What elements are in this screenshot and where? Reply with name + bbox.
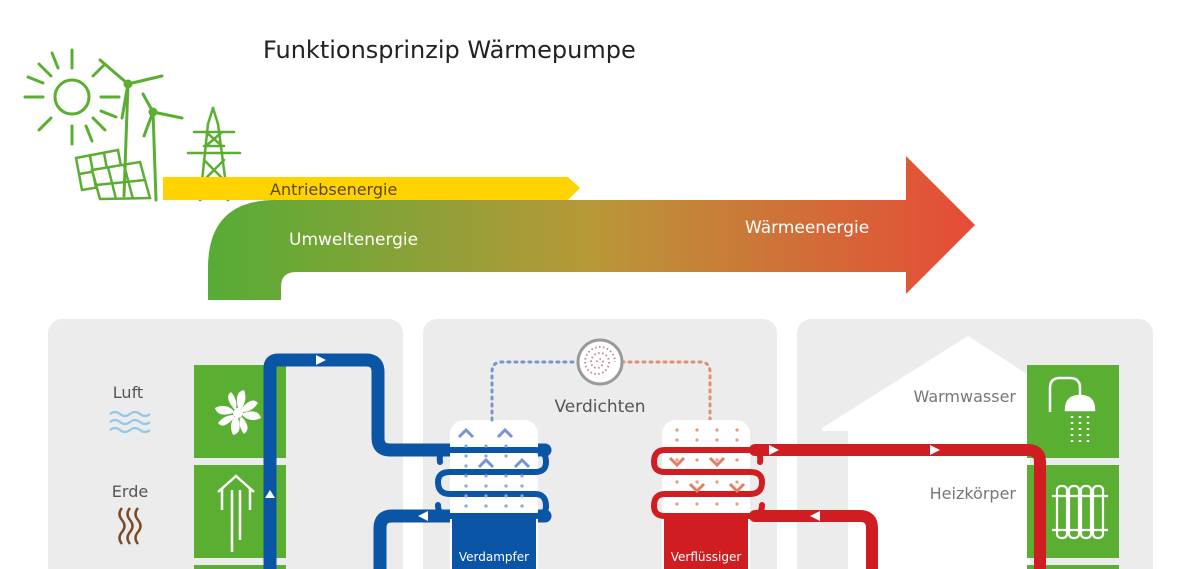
evaporator-tank — [452, 514, 536, 569]
fan-icon — [215, 390, 261, 435]
drive-energy-label: Antriebsenergie — [270, 180, 397, 199]
brine-pipes — [263, 353, 552, 569]
condenser-label: Verflüssiger — [671, 550, 742, 564]
heating-pipes — [749, 444, 1046, 569]
condenser-coil — [650, 447, 766, 519]
heating-flow-arrows — [769, 445, 940, 521]
evaporator-coil — [434, 447, 550, 519]
evaporator-up-arrows — [457, 427, 531, 469]
ground-heat-icon — [118, 507, 142, 545]
drive-energy-arrow — [163, 177, 580, 200]
air-waves-icon — [109, 410, 151, 434]
condenser-flow-dots — [675, 428, 739, 506]
hot-water-label: Warmwasser — [914, 387, 1017, 406]
geothermal-icon — [217, 474, 255, 552]
condenser-tank — [664, 514, 748, 569]
page-title: Funktionsprinzip Wärmepumpe — [263, 36, 636, 64]
evaporator-flow-dots — [464, 444, 524, 508]
compress-label: Verdichten — [555, 397, 646, 417]
discharge-line — [620, 360, 712, 422]
shower-icon — [1048, 376, 1096, 446]
radiator-icon — [1052, 484, 1108, 540]
hot-water-tile — [1027, 365, 1119, 458]
environment-energy-label: Umweltenergie — [289, 230, 418, 250]
wind-turbine-icon — [98, 58, 184, 202]
air-label: Luft — [113, 383, 143, 402]
energy-arrow — [208, 156, 975, 300]
solar-panel-icon — [74, 148, 152, 201]
heat-energy-label: Wärmeenergie — [745, 218, 869, 238]
ground-label: Erde — [112, 482, 148, 501]
suction-line — [490, 360, 580, 422]
condenser-down-arrows — [668, 456, 746, 494]
water-tile — [194, 565, 286, 569]
floor-heating-tile — [1027, 565, 1119, 569]
compressor-icon — [576, 338, 624, 386]
evaporator-label: Verdampfer — [459, 550, 529, 564]
radiator-label: Heizkörper — [930, 484, 1017, 503]
sun-icon — [23, 48, 121, 146]
